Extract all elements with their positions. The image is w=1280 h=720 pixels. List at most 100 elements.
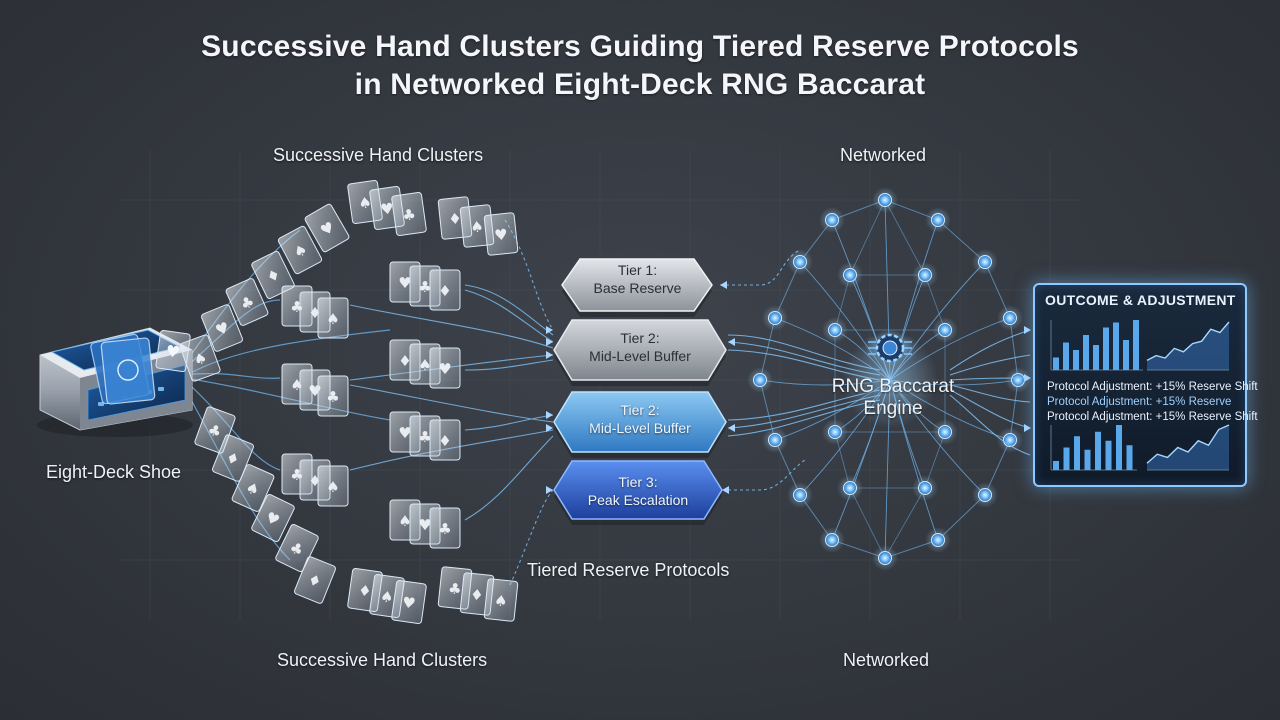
mini-bar-chart-top: [1050, 320, 1143, 371]
outcome-mini-charts: [1050, 320, 1230, 471]
playing-card-icon: ♥: [429, 347, 461, 389]
svg-text:♥: ♥: [493, 225, 508, 244]
networked-label-bottom: Networked: [843, 650, 930, 670]
chart-bar: [1083, 335, 1089, 370]
playing-card-icon: [90, 333, 156, 405]
svg-text:♣: ♣: [418, 278, 431, 296]
tier-1-name: Base Reserve: [593, 280, 682, 296]
card-shoe-device-icon: ♥: [37, 327, 193, 437]
network-node: [822, 317, 848, 343]
svg-text:♣: ♣: [418, 428, 431, 446]
tier-input-arrows: [546, 326, 553, 494]
chart-bar: [1053, 357, 1059, 370]
playing-card-icon: ♣: [225, 278, 269, 326]
svg-text:♣: ♣: [326, 388, 339, 406]
svg-text:♦: ♦: [438, 432, 451, 450]
chart-bar: [1126, 445, 1133, 470]
tier-output-arrows: [720, 281, 735, 494]
network-node: [932, 419, 958, 445]
network-node: [822, 419, 848, 445]
network-node: [762, 305, 788, 331]
cluster-to-tier-links: [349, 219, 554, 586]
chart-bar: [1113, 322, 1119, 370]
network-node: [837, 262, 863, 288]
svg-text:♣: ♣: [401, 205, 417, 225]
svg-text:♠: ♠: [191, 348, 210, 370]
playing-card-icon: ♥: [483, 212, 519, 256]
svg-text:♦: ♦: [305, 570, 324, 592]
playing-card-icon: ♣: [429, 507, 461, 549]
svg-text:♥: ♥: [398, 424, 411, 442]
playing-card-icon: ♠: [179, 334, 221, 382]
tier-shape-1: [561, 258, 713, 317]
chart-bar: [1074, 436, 1080, 470]
svg-text:♣: ♣: [447, 579, 462, 598]
svg-text:♥: ♥: [379, 199, 395, 219]
svg-text:♠: ♠: [379, 587, 395, 607]
mini-line-chart-bottom: [1146, 424, 1230, 471]
chart-bar: [1103, 327, 1109, 370]
svg-text:♠: ♠: [326, 478, 339, 496]
panel-input-arrows: [1024, 326, 1031, 432]
network-node: [872, 187, 898, 213]
playing-card-icon: ♦: [429, 269, 461, 311]
chart-bar: [1095, 431, 1101, 470]
network-node: [997, 305, 1023, 331]
engine-glow: [842, 332, 938, 428]
playing-card-icon: ♦: [429, 419, 461, 461]
network-node: [819, 207, 845, 233]
tier-shape-4: [553, 460, 723, 525]
playing-card-icon: ♥: [155, 330, 191, 373]
network-node: [872, 545, 898, 571]
playing-card-icon: ♦: [212, 434, 254, 482]
tier-shape-2: [553, 319, 727, 386]
playing-card-icon: ♣: [391, 191, 427, 237]
gear-chip-icon: [868, 333, 912, 363]
tier-2a-name: Mid-Level Buffer: [589, 348, 691, 364]
tier-2b-title: Tier 2:: [620, 402, 660, 418]
network-node: [819, 527, 845, 553]
mini-line-chart-top: [1146, 321, 1230, 371]
chart-bar: [1093, 345, 1099, 370]
chart-line: [1146, 424, 1230, 464]
playing-card-icon: ♠: [483, 578, 519, 622]
protocol-adjustment-line-1: Protocol Adjustment: +15% Reserve Shift: [1047, 381, 1258, 393]
tier-2b-name: Mid-Level Buffer: [589, 420, 691, 436]
svg-text:♥: ♥: [438, 360, 451, 378]
clusters-label-top: Successive Hand Clusters: [273, 145, 484, 165]
outcome-panel: OUTCOME & ADJUSTMENT Protocol Adjustment…: [1033, 283, 1258, 487]
svg-text:♦: ♦: [398, 352, 411, 370]
protocol-adjustment-line-3: Protocol Adjustment: +15% Reserve Shift: [1047, 411, 1258, 423]
network-node: [925, 527, 951, 553]
chart-bar: [1063, 342, 1069, 370]
tier-shape-3: [553, 391, 727, 458]
chart-bar: [1073, 350, 1079, 370]
playing-card-icon: ♠: [277, 225, 323, 275]
engine-label-line-1: RNG Baccarat: [831, 376, 955, 397]
svg-text:♦: ♦: [469, 585, 484, 604]
playing-card-icon: ♣: [317, 375, 349, 417]
network-node: [997, 427, 1023, 453]
svg-text:♠: ♠: [357, 193, 373, 213]
network-node: [787, 249, 813, 275]
network-node: [1005, 367, 1031, 393]
network-node: [972, 249, 998, 275]
chart-bar: [1133, 320, 1139, 370]
network-mesh: [747, 187, 1031, 571]
svg-text:♥: ♥: [165, 341, 182, 362]
svg-text:♥: ♥: [213, 318, 232, 340]
svg-text:♣: ♣: [238, 292, 258, 314]
chart-line: [1146, 321, 1230, 362]
playing-card-icon: ♠: [317, 465, 349, 507]
chart-bar: [1116, 425, 1122, 470]
playing-card-icon: ♦: [294, 556, 336, 604]
playing-card-icon: ♥: [304, 203, 350, 253]
tiers-caption: Tiered Reserve Protocols: [527, 560, 730, 580]
engine-label-line-2: Engine: [863, 398, 923, 419]
playing-card-icon: ♥: [251, 493, 295, 543]
svg-text:♠: ♠: [469, 217, 484, 236]
diagram-title-line-2: in Networked Eight-Deck RNG Baccarat: [354, 68, 926, 101]
network-node: [972, 482, 998, 508]
svg-text:♦: ♦: [357, 581, 373, 601]
outcome-panel-title: OUTCOME & ADJUSTMENT: [1045, 292, 1236, 308]
